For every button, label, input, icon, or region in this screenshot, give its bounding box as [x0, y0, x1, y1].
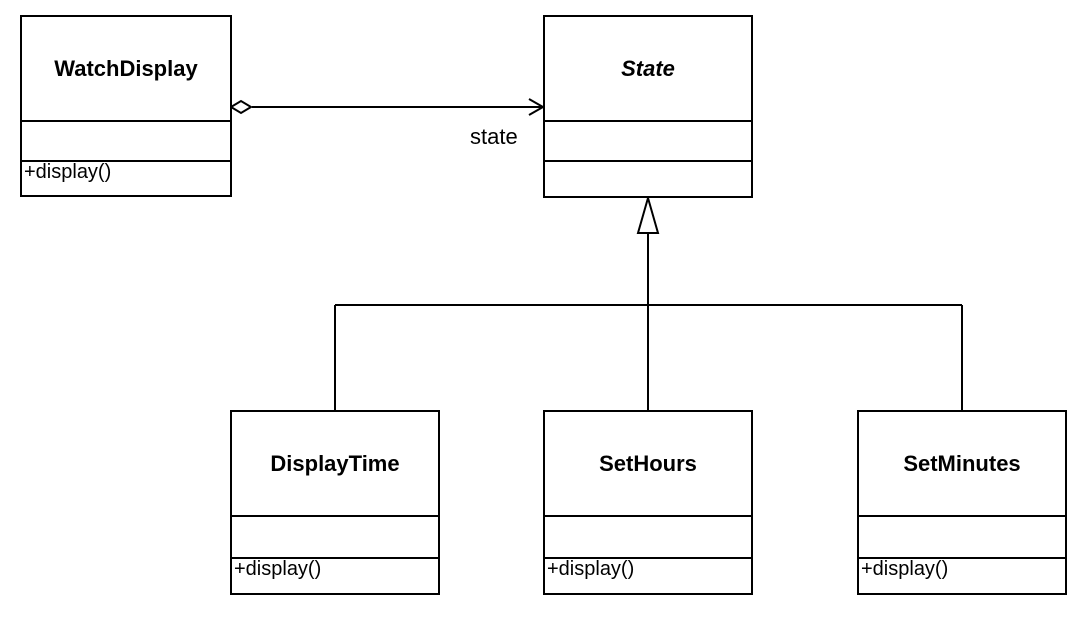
class-state: State	[543, 15, 753, 198]
class-set-hours: SetHours +display()	[543, 410, 753, 595]
class-set-minutes: SetMinutes +display()	[857, 410, 1067, 595]
inheritance-triangle-icon	[636, 194, 660, 234]
class-name: SetMinutes	[859, 412, 1065, 517]
class-display-time: DisplayTime +display()	[230, 410, 440, 595]
class-attributes	[859, 517, 1065, 559]
class-name: SetHours	[545, 412, 751, 517]
association-role-label: state	[470, 124, 518, 149]
class-attributes	[232, 517, 438, 559]
class-operations: +display()	[861, 558, 949, 580]
aggregation-diamond-icon	[229, 99, 253, 115]
class-name: DisplayTime	[232, 412, 438, 517]
class-watch-display: WatchDisplay +display()	[20, 15, 232, 197]
class-name: State	[545, 17, 751, 122]
class-attributes	[545, 122, 751, 162]
class-operations: +display()	[234, 558, 322, 580]
class-operations: +display()	[547, 558, 635, 580]
class-name: WatchDisplay	[22, 17, 230, 122]
class-attributes	[545, 517, 751, 559]
class-operations: +display()	[24, 161, 112, 183]
class-attributes	[22, 122, 230, 162]
